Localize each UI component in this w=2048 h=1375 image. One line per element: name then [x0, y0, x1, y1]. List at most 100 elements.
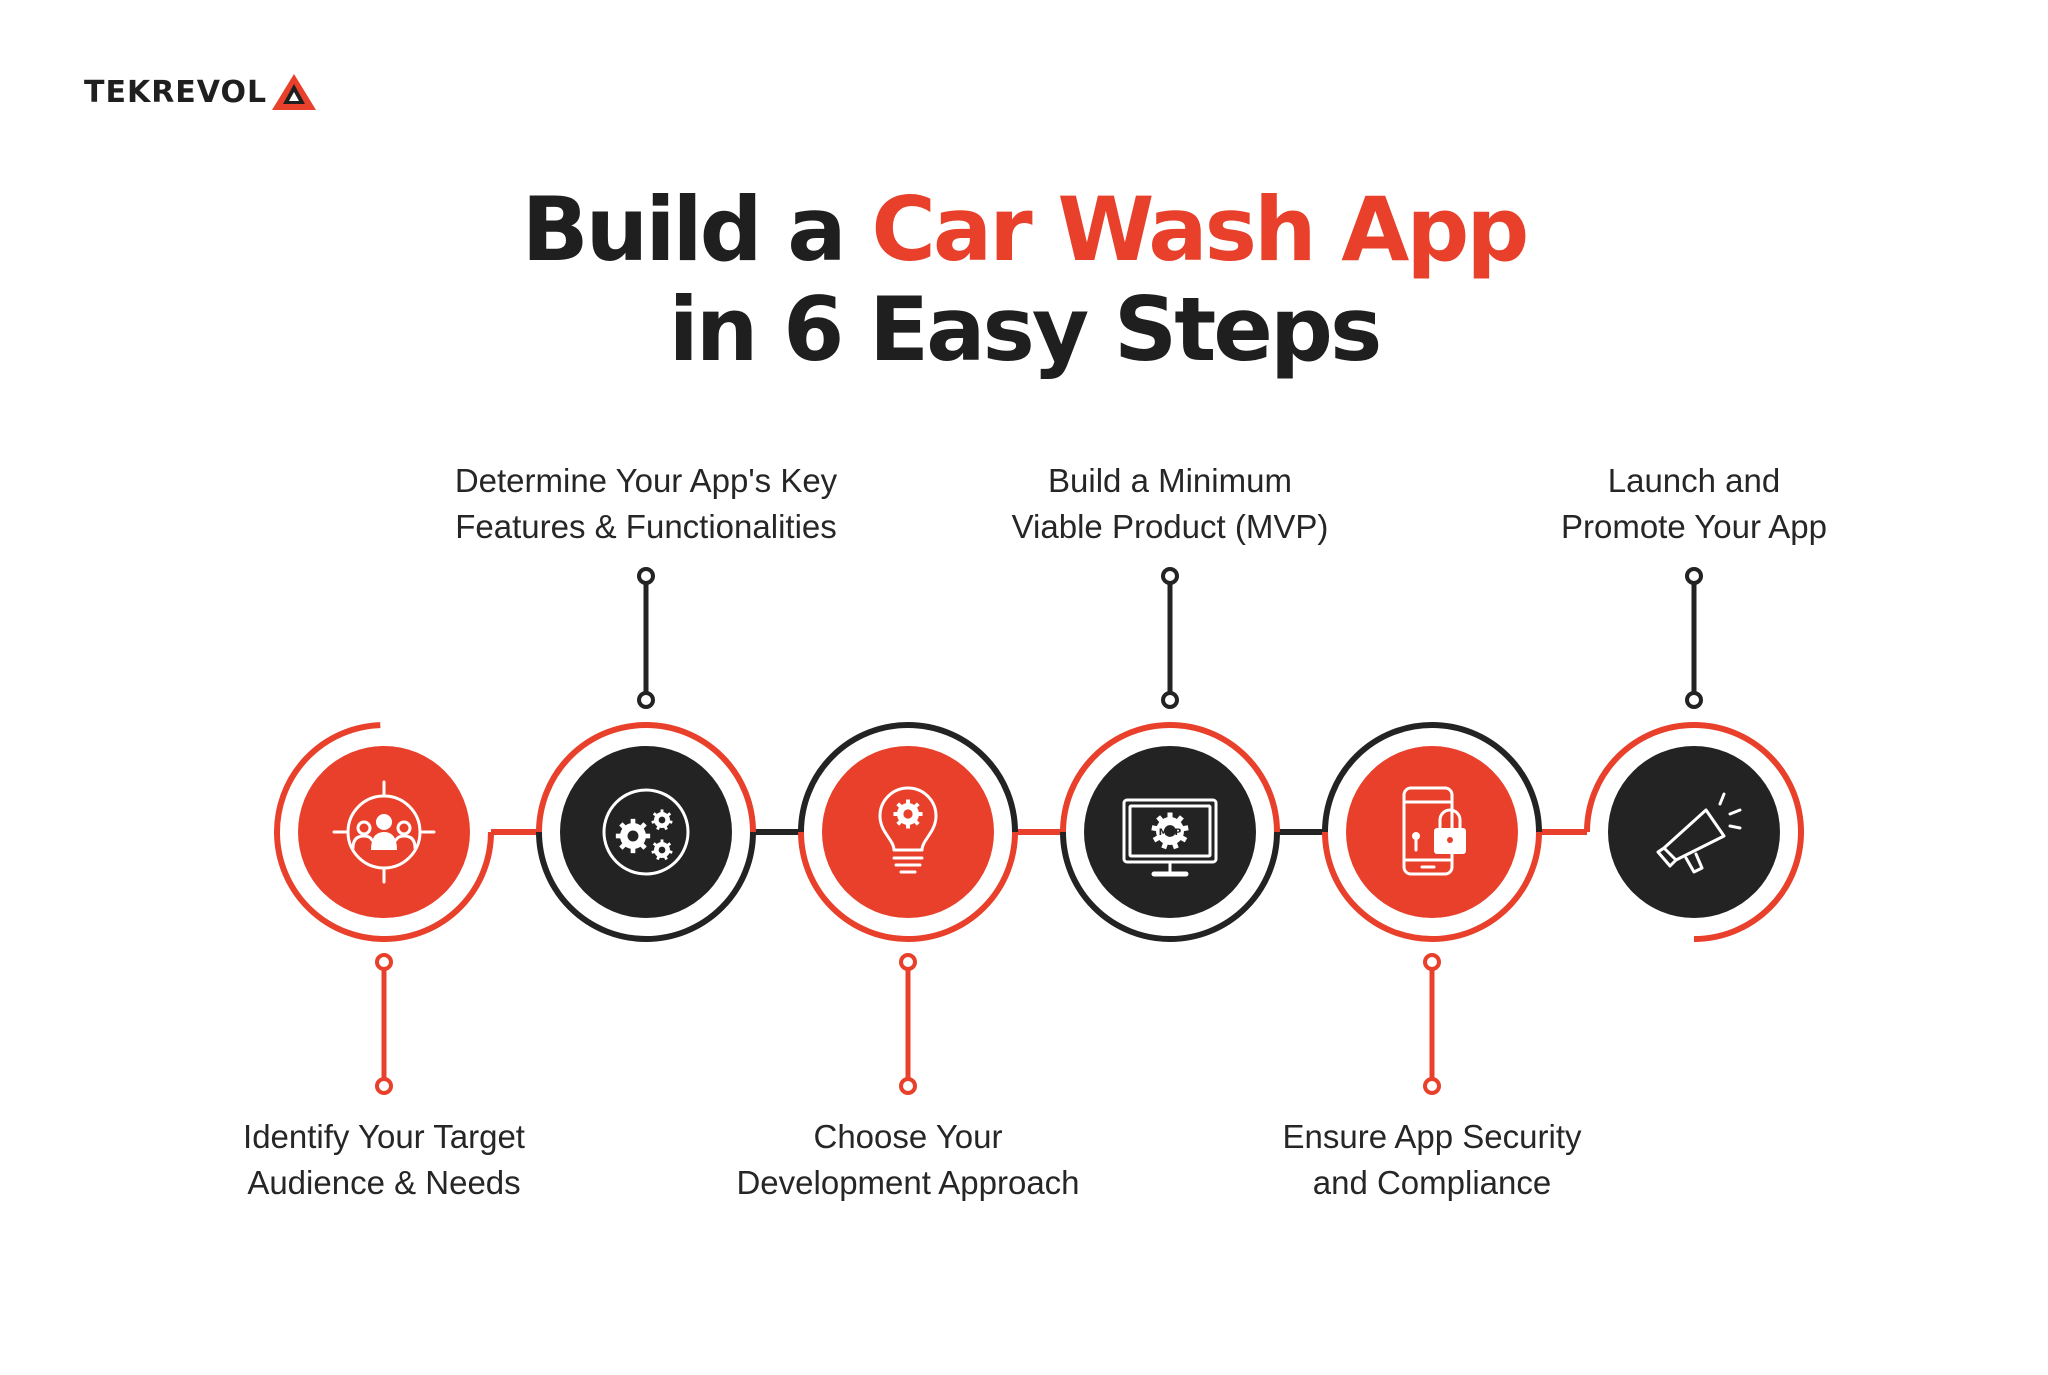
- pin-dot: [1423, 1077, 1441, 1095]
- step-circle: [822, 746, 994, 918]
- logo: TEKREVOL: [84, 72, 317, 112]
- step-circle: [1346, 746, 1518, 918]
- megaphone-icon: [1656, 792, 1742, 874]
- gear-tooth: [615, 833, 622, 839]
- pin-dot: [1685, 567, 1703, 585]
- step-label-line: and Compliance: [1312, 1164, 1552, 1201]
- pin-dot: [1685, 691, 1703, 709]
- gear-tooth: [1167, 812, 1173, 819]
- title-line-2: in 6 Easy Steps: [668, 278, 1383, 381]
- gear-tooth: [918, 812, 923, 816]
- lightbulb-gear-icon: [878, 786, 938, 874]
- logo-text: TEKREVOL: [84, 74, 268, 110]
- pin-dot: [899, 953, 917, 971]
- sound-line: [1728, 808, 1742, 816]
- lock-keyhole: [1447, 837, 1453, 843]
- outer-ring-arc: [1322, 722, 1542, 833]
- person-body: [351, 834, 374, 850]
- pin-dot: [1161, 567, 1179, 585]
- target-audience-icon: [332, 780, 436, 884]
- gear-large: [615, 818, 651, 854]
- step-2: [536, 567, 756, 942]
- gear-tooth: [660, 839, 664, 843]
- gear-tooth: [630, 818, 636, 825]
- step-circle: [560, 746, 732, 918]
- bulb-outline: [878, 786, 938, 852]
- mvp-text: MVP: [1159, 828, 1182, 838]
- title-line-1: Build a Car Wash App: [0, 180, 2048, 280]
- gear-hole: [658, 846, 666, 854]
- page-title: Build a Car Wash App in 6 Easy Steps: [0, 180, 2048, 380]
- pin-dot: [899, 1077, 917, 1095]
- person-head: [396, 820, 412, 836]
- gear-small: [651, 839, 673, 861]
- title-highlight: Car Wash App: [871, 178, 1529, 281]
- pin-dot: [1161, 691, 1179, 709]
- phone-lock-icon: [1402, 786, 1466, 876]
- gear-tooth: [906, 799, 910, 804]
- step-label-line: Identify Your Target: [243, 1118, 525, 1155]
- step-circle: [1608, 746, 1780, 918]
- pin-dot: [375, 953, 393, 971]
- step-label-line: Features & Functionalities: [455, 508, 837, 545]
- step-label-line: Launch and: [1607, 462, 1781, 499]
- outer-ring-arc: [1322, 831, 1542, 942]
- step-4: MVP: [1060, 567, 1280, 942]
- title-prefix: Build a: [521, 178, 872, 281]
- step-6: [1584, 567, 1804, 942]
- outer-ring-arc: [1584, 722, 1804, 942]
- step-label-line: Audience & Needs: [247, 1164, 521, 1201]
- step-label-line: Build a Minimum: [1048, 462, 1292, 499]
- gear-hole: [1164, 825, 1176, 837]
- gear-hole: [903, 809, 913, 819]
- megaphone-cone: [1662, 808, 1726, 862]
- person-head: [356, 820, 372, 836]
- outer-ring-arc: [1060, 722, 1280, 833]
- mvp-gear: [1151, 812, 1189, 850]
- outer-ring-arc: [536, 722, 756, 833]
- pin-dot: [637, 567, 655, 585]
- step-3: [798, 722, 1018, 1095]
- logo-triangle-icon: [272, 74, 317, 110]
- gear-hole: [658, 816, 666, 824]
- lock-shackle: [1438, 808, 1462, 830]
- step-5: [1322, 722, 1542, 1095]
- pin-dot: [375, 1077, 393, 1095]
- gear-tooth: [906, 824, 910, 829]
- person-body: [394, 834, 417, 850]
- sound-line: [1718, 792, 1726, 806]
- mvp-monitor-icon: MVP: [1122, 798, 1218, 877]
- step-label-line: Viable Product (MVP): [1011, 508, 1329, 545]
- monitor-screen: [1128, 804, 1212, 858]
- gears-ring: [602, 788, 690, 876]
- bulb-gear: [893, 799, 923, 829]
- outer-ring-arc: [798, 831, 1018, 942]
- step-label-line: Development Approach: [736, 1164, 1080, 1201]
- megaphone-back: [1656, 846, 1678, 868]
- gear-tooth: [644, 833, 651, 839]
- gear-tooth: [660, 809, 664, 813]
- pin-dot: [1423, 953, 1441, 971]
- sound-line: [1728, 824, 1742, 830]
- target-ring: [346, 794, 422, 870]
- step-label-line: Promote Your App: [1560, 508, 1828, 545]
- step-1: [274, 722, 494, 1095]
- gears-icon: [602, 788, 690, 876]
- outer-ring-arc: [274, 722, 494, 943]
- person-body: [371, 832, 397, 850]
- gear-tooth: [893, 812, 898, 816]
- gear-hole: [627, 830, 639, 842]
- outer-ring-arc: [1060, 831, 1280, 942]
- outer-ring-arc: [536, 831, 756, 942]
- person-head: [376, 814, 392, 830]
- pin-dot: [637, 691, 655, 709]
- step-label-line: Determine Your App's Key: [454, 462, 838, 499]
- outer-ring-arc: [798, 722, 1018, 833]
- megaphone-handle: [1684, 852, 1704, 874]
